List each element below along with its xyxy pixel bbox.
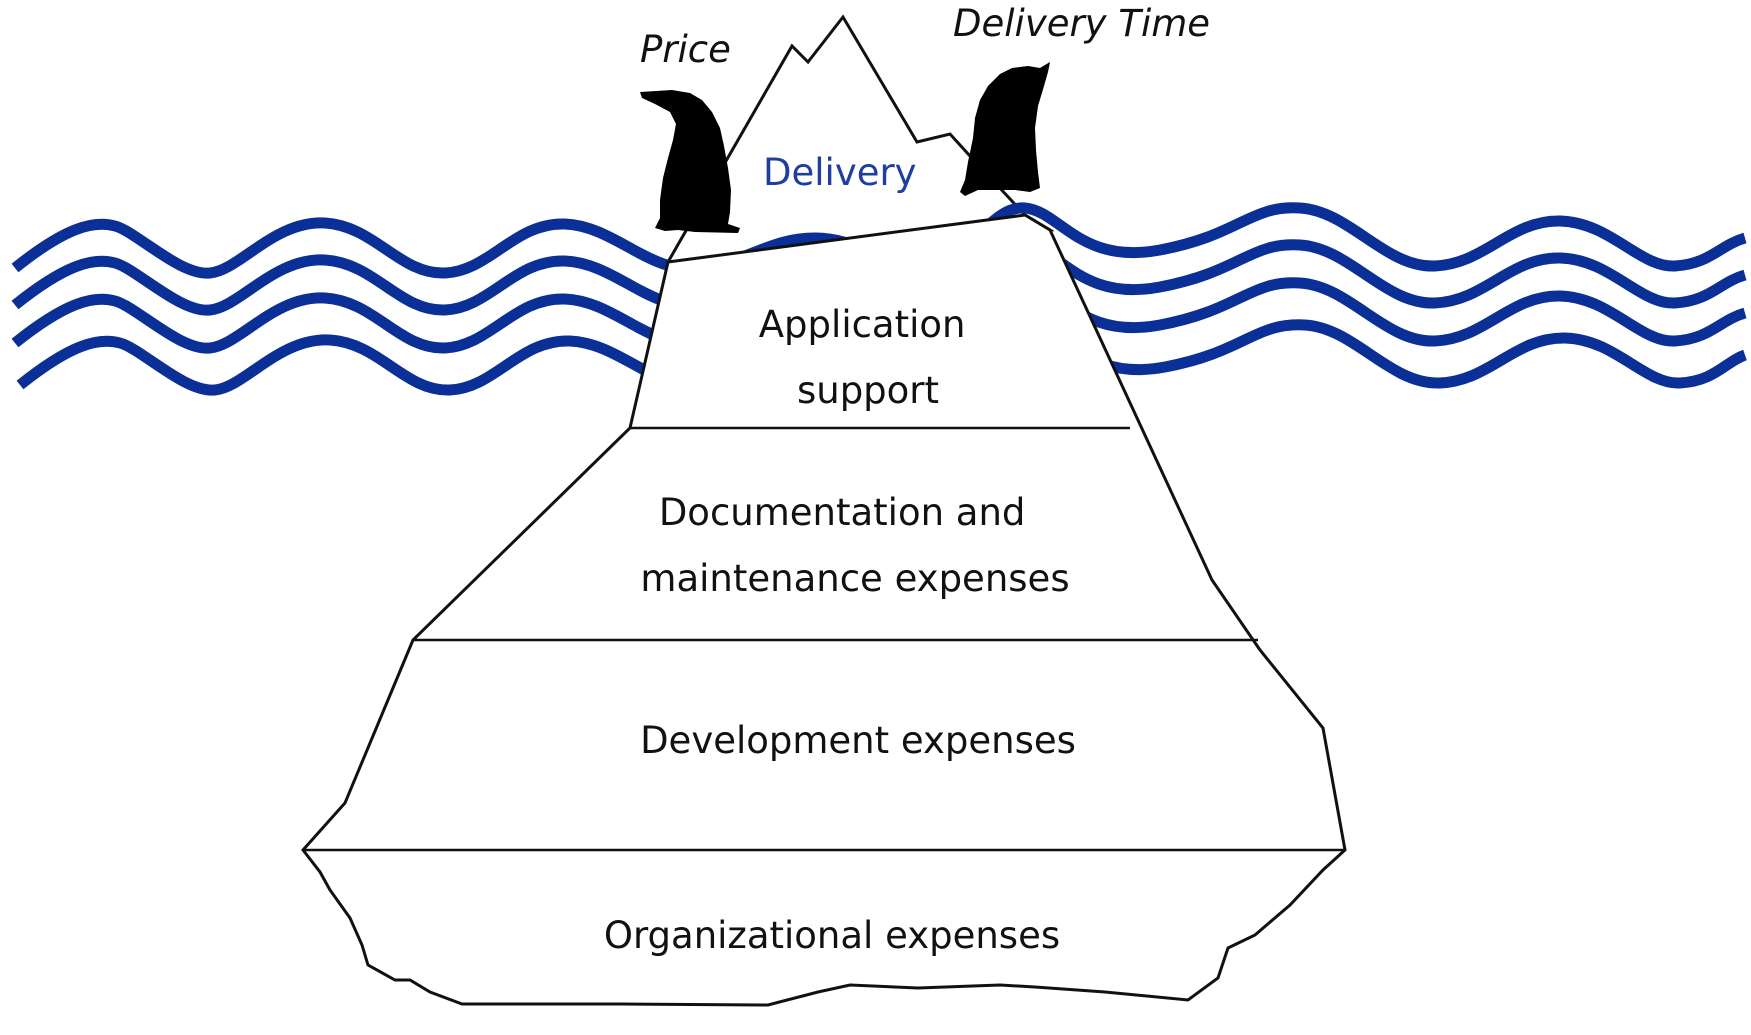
- layer-label-line: maintenance expenses: [640, 557, 1069, 600]
- iceberg-body: [301, 213, 1347, 1007]
- layer-label-line: Organizational expenses: [604, 914, 1060, 957]
- layer-label-application-support: Application support: [759, 303, 978, 412]
- layer-label-line: support: [797, 369, 939, 412]
- layer-label-line: Development expenses: [640, 719, 1076, 762]
- price-label: Price: [640, 28, 731, 71]
- delivery-tip-label: Delivery: [763, 151, 917, 194]
- penguin-icon: [640, 90, 740, 233]
- layer-label-development-expenses: Development expenses: [640, 719, 1076, 762]
- penguin-icon: [960, 62, 1050, 196]
- delivery-time-label: Delivery Time: [953, 2, 1210, 45]
- layer-label-documentation-maintenance: Documentation and maintenance expenses: [640, 491, 1069, 600]
- layer-label-line: Documentation and: [659, 491, 1026, 534]
- layer-label-organizational-expenses: Organizational expenses: [604, 914, 1060, 957]
- layer-label-line: Application: [759, 303, 966, 346]
